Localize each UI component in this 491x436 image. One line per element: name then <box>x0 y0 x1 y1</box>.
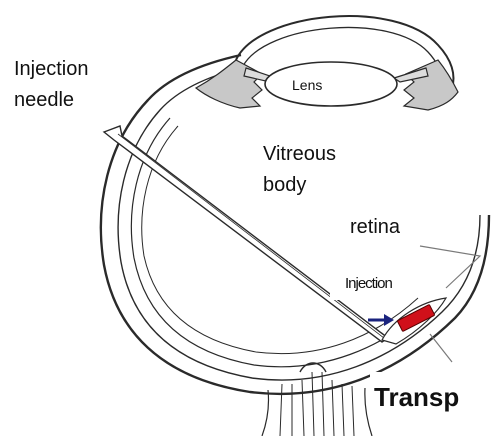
lens-label: Lens <box>292 77 322 93</box>
lens-shape <box>265 62 397 106</box>
retina-label: retina <box>350 216 401 238</box>
ciliary-left <box>196 60 262 108</box>
injection-needle <box>104 126 388 342</box>
transplant-label: Transp <box>374 382 459 412</box>
arrow-head <box>384 314 394 326</box>
needle-inner-line <box>118 134 384 338</box>
needle-label-line1: Injection <box>14 58 89 80</box>
transplant-pointer <box>430 334 452 362</box>
needle-label-line2: needle <box>14 89 74 111</box>
optic-nerve-left-edge <box>262 390 269 436</box>
optic-nerve <box>262 363 372 436</box>
injection-label: Injection <box>345 275 393 292</box>
needle-body <box>104 126 388 342</box>
vitreous-label-line1: Vitreous <box>263 143 336 165</box>
injection-arrow <box>368 314 394 326</box>
optic-nerve-fibers <box>280 372 354 436</box>
ciliary-right <box>404 60 458 110</box>
sclera-inner <box>118 67 480 380</box>
vitreous-label-line2: body <box>263 174 306 196</box>
